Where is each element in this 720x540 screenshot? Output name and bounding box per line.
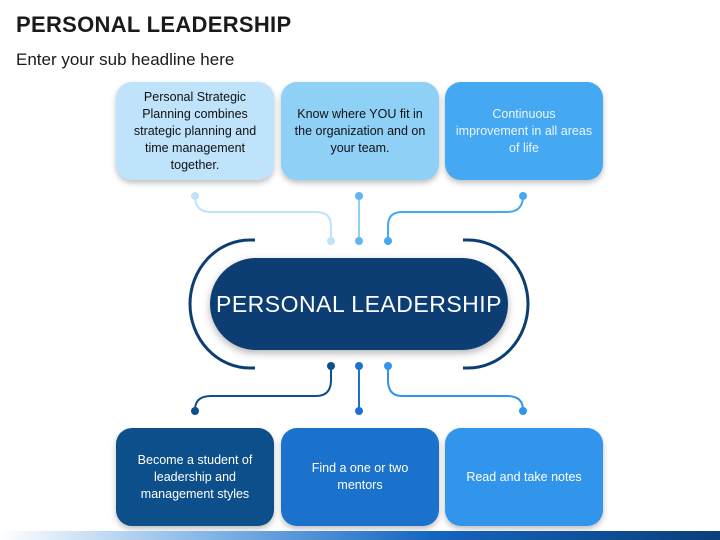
connector-bottom-1 <box>194 366 332 411</box>
connector-dot-bottom-3-b <box>519 407 527 415</box>
top-box-2-text: Know where YOU fit in the organization a… <box>294 106 426 155</box>
connector-dot-bottom-1-a <box>327 362 335 370</box>
connector-dot-top-3-b <box>384 237 392 245</box>
connector-dot-top-2-b <box>355 237 363 245</box>
top-box-organization-fit: Know where YOU fit in the organization a… <box>281 82 439 180</box>
connector-dot-top-1-a <box>191 192 199 200</box>
connector-dot-top-1-b <box>327 237 335 245</box>
bottom-box-3-text: Read and take notes <box>466 469 582 484</box>
connector-bottom-3 <box>387 366 524 411</box>
connector-top-3 <box>387 195 524 240</box>
center-pill: PERSONAL LEADERSHIP <box>210 258 508 350</box>
top-box-1-text: Personal Strategic Planning combines str… <box>133 89 257 172</box>
connector-dot-bottom-2-a <box>355 362 363 370</box>
outer-arc-left <box>188 238 255 370</box>
connector-dot-bottom-2-b <box>355 407 363 415</box>
footer-gradient-bar <box>0 531 720 540</box>
top-box-strategic-planning: Personal Strategic Planning combines str… <box>116 82 274 180</box>
bottom-box-read-notes: Read and take notes <box>445 428 603 526</box>
page-subtitle: Enter your sub headline here <box>16 50 235 69</box>
connector-dot-bottom-3-a <box>384 362 392 370</box>
bottom-box-student-of-leadership: Become a student of leadership and manag… <box>116 428 274 526</box>
connector-dot-top-3-a <box>519 192 527 200</box>
top-box-3-text: Continuous improvement in all areas of l… <box>455 106 593 155</box>
bottom-box-2-text: Find a one or two mentors <box>311 461 409 492</box>
center-label: PERSONAL LEADERSHIP <box>215 290 503 317</box>
bottom-box-1-text: Become a student of leadership and manag… <box>137 452 253 501</box>
connector-dot-bottom-1-b <box>191 407 199 415</box>
outer-arc-right <box>463 238 530 370</box>
connector-top-1 <box>194 195 332 240</box>
connector-dot-top-2-a <box>355 192 363 200</box>
page-title: PERSONAL LEADERSHIP <box>16 12 292 37</box>
bottom-box-find-mentors: Find a one or two mentors <box>281 428 439 526</box>
top-box-continuous-improvement: Continuous improvement in all areas of l… <box>445 82 603 180</box>
